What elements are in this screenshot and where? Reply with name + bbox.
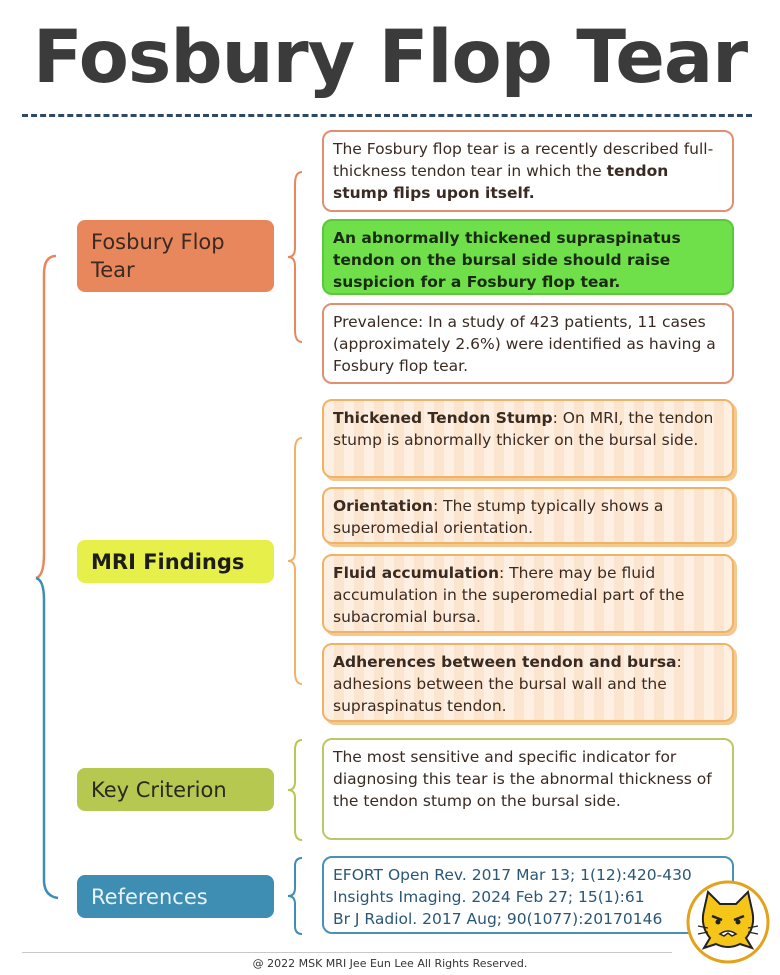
finding-adherences: Adherences between tendon and bursa: adh… [322,643,734,722]
finding-term: Thickened Tendon Stump [333,409,553,427]
cat-logo-icon [686,880,770,964]
bracket-key [287,739,303,841]
reference-item: Insights Imaging. 2024 Feb 27; 15(1):61 [333,888,645,906]
finding-thickened-stump: Thickened Tendon Stump: On MRI, the tend… [322,399,734,478]
title-divider [22,114,752,117]
bracket-fosbury [287,171,303,343]
finding-text: : There may be fluid accumulation in the… [333,564,685,626]
definition-text: The Fosbury flop tear is a recently desc… [333,140,714,180]
key-criterion-box: The most sensitive and specific indicato… [322,738,734,840]
footer-divider [22,952,672,953]
outer-bracket-orange [35,254,57,580]
bracket-references [287,857,303,935]
reference-item: Br J Radiol. 2017 Aug; 90(1077):20170146 [333,910,663,928]
finding-text: : The stump typically shows a superomedi… [333,497,664,537]
bracket-mri [287,437,303,685]
finding-term: Adherences between tendon and bursa [333,653,677,671]
finding-fluid: Fluid accumulation: There may be fluid a… [322,554,734,633]
copyright-footer: @ 2022 MSK MRI Jee Eun Lee All Rights Re… [252,957,528,970]
finding-term: Fluid accumulation [333,564,499,582]
page-title: Fosbury Flop Tear [32,15,748,100]
label-mri-findings: MRI Findings [77,540,274,583]
label-key-criterion: Key Criterion [77,768,274,811]
definition-bold: tendon stump flips upon itself. [333,162,669,202]
references-box: EFORT Open Rev. 2017 Mar 13; 1(12):420-4… [322,856,734,934]
finding-term: Orientation [333,497,433,515]
label-fosbury-flop-tear: Fosbury Flop Tear [77,220,274,292]
label-references: References [77,875,274,918]
finding-orientation: Orientation: The stump typically shows a… [322,487,734,544]
reference-item: EFORT Open Rev. 2017 Mar 13; 1(12):420-4… [333,866,692,884]
definition-box: The Fosbury flop tear is a recently desc… [322,130,734,212]
outer-bracket-blue [35,576,59,900]
prevalence-box: Prevalence: In a study of 423 patients, … [322,303,734,384]
finding-text: : adhesions between the bursal wall and … [333,653,682,715]
highlight-box: An abnormally thickened supraspinatus te… [322,219,734,295]
finding-text: : On MRI, the tendon stump is abnormally… [333,409,714,449]
